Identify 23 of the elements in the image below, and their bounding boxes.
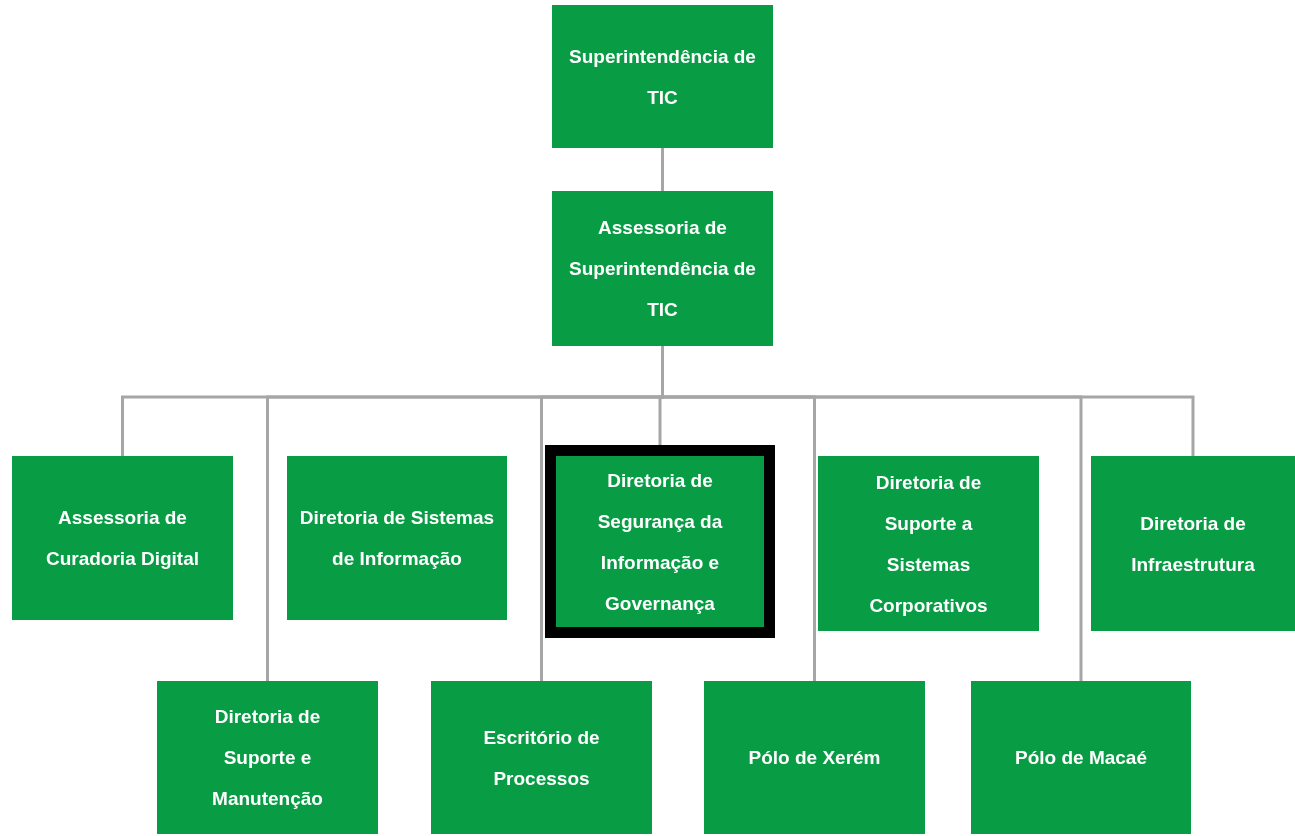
unit-box	[12, 456, 233, 620]
unit-name: Pólo de Macaé	[1015, 746, 1147, 770]
unit-name: Diretoria de Infraestrutura	[1130, 511, 1256, 577]
unit-box	[818, 456, 1039, 631]
unit-box	[431, 681, 652, 834]
unit-box	[552, 5, 773, 148]
unit-box	[552, 191, 773, 346]
highlighted-unit-box	[545, 445, 775, 638]
unit-name: Pólo de Xerém	[748, 746, 881, 770]
unit-name: Diretoria de Suporte e Manutenção	[211, 705, 324, 811]
unit-box	[971, 681, 1191, 834]
unit-box	[157, 681, 378, 834]
unit-box	[287, 456, 507, 620]
unit-name: Diretoria de Suporte a Sistemas Corporativos	[868, 470, 989, 618]
unit-name: Diretoria de Sistemas de Informação	[299, 506, 495, 571]
unit-name: Diretoria de Segurança da Informação e Governança	[596, 468, 724, 616]
unit-name: Assessoria de Superintendência de TIC	[568, 216, 757, 322]
unit-name: Superintendência de TIC	[568, 44, 757, 110]
unit-name: Escritório de Processos	[482, 725, 601, 791]
unit-box	[1091, 456, 1295, 631]
connector-line	[661, 148, 664, 191]
unit-name: Assessoria de Curadoria Digital	[44, 506, 201, 571]
unit-box	[704, 681, 925, 834]
